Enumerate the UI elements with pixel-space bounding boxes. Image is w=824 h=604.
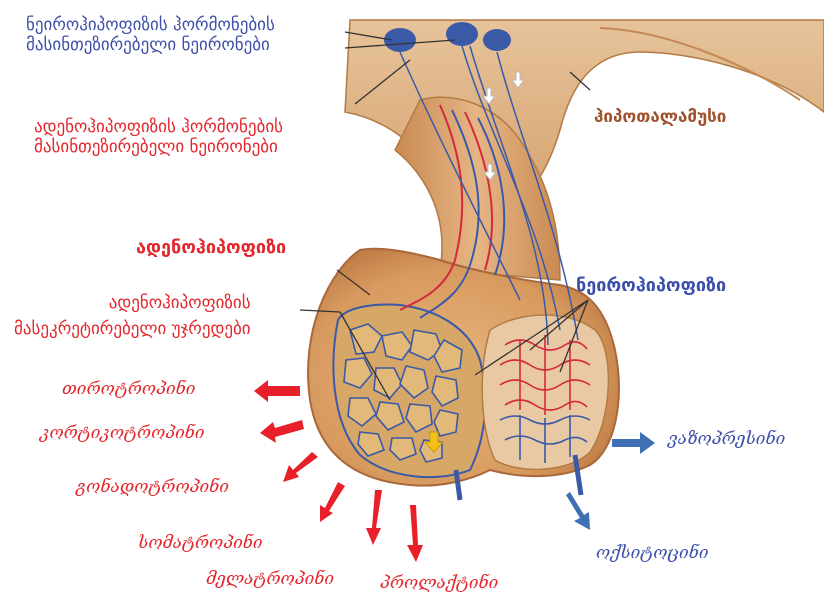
hypothalamus-label: ჰიპოთალამუსი — [594, 108, 726, 128]
secretory-cells-line1: ადენოჰიპოფიზის — [74, 294, 251, 314]
neuro-hormone-neurons-line2: მასინთეზირებელი ნეირონები — [26, 36, 275, 56]
arrow-corticotropin — [260, 420, 304, 443]
hormone-gonadotropin: გონადოტროპინი — [76, 478, 229, 498]
hormone-corticotropin: კორტიკოტროპინი — [40, 424, 205, 444]
arrow-gonadotropin — [283, 452, 318, 482]
hormone-thyrotropin: თიროტროპინი — [62, 380, 195, 400]
arrow-prolactin — [407, 505, 423, 562]
hormone-oxytocin: ოქსიტოცინი — [596, 544, 709, 564]
neuro-hormone-neurons-label: ნეიროჰიპოფიზის ჰორმონების მასინთეზირებელ… — [26, 16, 275, 55]
adeno-hormone-neurons-line1: ადენოჰიპოფიზის ჰორმონების — [34, 118, 283, 138]
arrow-somatotropin — [320, 482, 345, 522]
arrow-thyrotropin — [254, 380, 300, 402]
neuro-hormone-neurons-line1: ნეიროჰიპოფიზის ჰორმონების — [26, 16, 275, 36]
arrow-melatropin — [366, 490, 382, 545]
adenohypophysis-label: ადენოჰიპოფიზი — [136, 238, 286, 259]
hormone-prolactin: პროლაქტინი — [380, 574, 498, 594]
secretory-cells-line2: მასეკრეტირებელი უჯრედები — [14, 320, 251, 340]
hormone-melatropin: მელატროპინი — [206, 570, 334, 590]
arrow-oxytocin — [566, 492, 590, 530]
hormone-vasopressin: ვაზოპრესინი — [668, 430, 785, 450]
adeno-hormone-neurons-line2: მასინთეზირებელი ნეირონები — [34, 138, 283, 158]
neurohypophysis-label: ნეიროჰიპოფიზი — [576, 276, 726, 297]
hormone-somatotropin: სომატროპინი — [138, 534, 263, 554]
adeno-hormone-neurons-label: ადენოჰიპოფიზის ჰორმონების მასინთეზირებელ… — [34, 118, 283, 157]
secretory-cells-label: ადენოჰიპოფიზის მასეკრეტირებელი უჯრედები — [74, 294, 251, 339]
arrow-vasopressin — [612, 432, 655, 454]
